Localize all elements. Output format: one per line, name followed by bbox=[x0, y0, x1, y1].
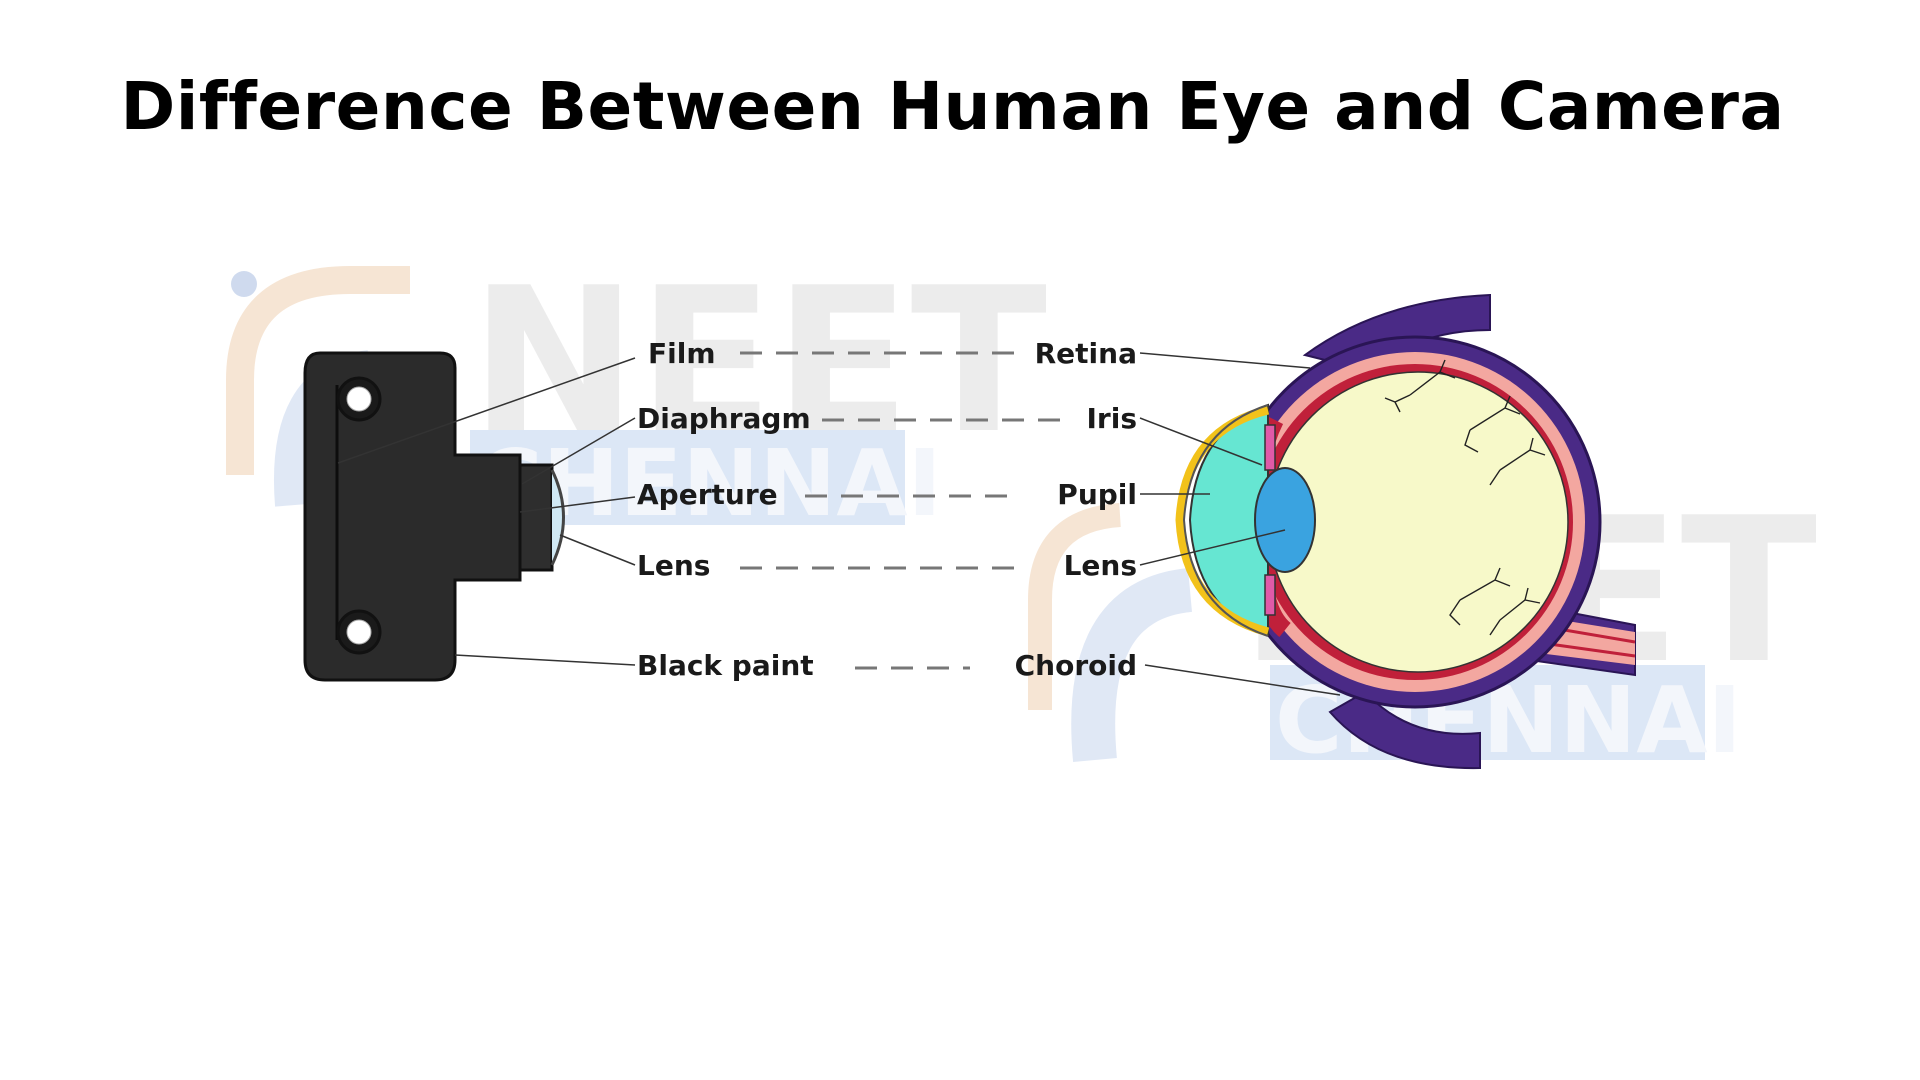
label-diaphragm: Diaphragm bbox=[637, 402, 811, 435]
camera-illustration bbox=[303, 351, 565, 682]
label-film: Film bbox=[648, 337, 716, 370]
label-black-paint: Black paint bbox=[637, 649, 814, 682]
label-aperture: Aperture bbox=[637, 478, 778, 511]
label-iris: Iris bbox=[1087, 402, 1138, 435]
camera-leader-lines bbox=[337, 357, 636, 666]
label-retina: Retina bbox=[1035, 337, 1137, 370]
eye-leader-lines bbox=[1139, 352, 1341, 696]
label-pupil: Pupil bbox=[1057, 478, 1137, 511]
dashed-connectors bbox=[740, 351, 1070, 670]
eye-illustration bbox=[1175, 293, 1636, 770]
label-choroid: Choroid bbox=[1015, 649, 1137, 682]
page-title: Difference Between Human Eye and Camera bbox=[120, 68, 1785, 145]
label-camera-lens: Lens bbox=[637, 549, 710, 582]
camera-labels: Film Diaphragm Aperture Lens Black paint bbox=[637, 337, 814, 682]
eye-labels: Retina Iris Pupil Lens Choroid bbox=[1015, 337, 1137, 682]
label-eye-lens: Lens bbox=[1064, 549, 1137, 582]
